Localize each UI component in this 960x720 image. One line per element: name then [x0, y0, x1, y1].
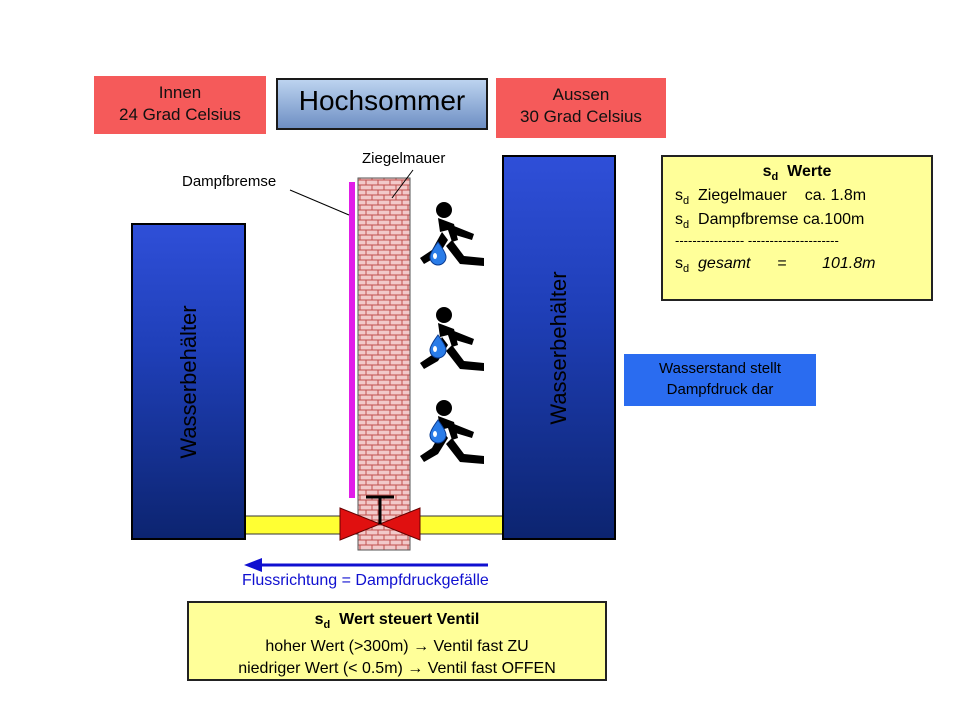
water-level-note: Wasserstand stellt Dampfdruck dar [624, 354, 816, 406]
sd-values-box: sd Werte sd Ziegelmauer ca. 1.8m sd Damp… [661, 155, 933, 301]
running-person-icon [420, 400, 484, 464]
water-drop-icon [429, 241, 447, 266]
flow-direction-label: Flussrichtung = Dampfdruckgefälle [242, 572, 489, 589]
valve-control-title: sd Wert steuert Ventil [314, 611, 480, 632]
water-tank-left: Wasserbehälter [131, 223, 246, 540]
sd-row-total: sd gesamt = 101.8m [675, 255, 876, 276]
vapor-barrier [349, 182, 355, 498]
outside-temperature: 30 Grad Celsius [520, 107, 642, 126]
running-person-icon [420, 307, 484, 371]
inside-label: Innen [158, 83, 202, 102]
inside-temperature-box: Innen 24 Grad Celsius [94, 76, 266, 134]
sd-row-brick: sd Ziegelmauer ca. 1.8m [675, 187, 867, 208]
sd-row-barrier: sd Dampfbremse ca.100m [675, 211, 865, 232]
inside-temperature: 24 Grad Celsius [119, 105, 241, 124]
valve-control-line2: niedriger Wert (< 0.5m) → Ventil fast OF… [238, 660, 556, 678]
title-box: Hochsommer [276, 78, 488, 130]
water-drop-icon [429, 334, 447, 359]
outside-label: Aussen [552, 85, 610, 104]
water-level-note-line1: Wasserstand stellt [659, 360, 781, 377]
page-title: Hochsommer [298, 85, 466, 116]
water-tank-right: Wasserbehälter [502, 155, 616, 540]
water-level-note-line2: Dampfdruck dar [666, 381, 774, 398]
tank-left-label: Wasserbehälter [175, 304, 201, 459]
brick-wall [357, 177, 411, 551]
outside-temperature-box: Aussen 30 Grad Celsius [496, 78, 666, 138]
runner-group-2 [420, 307, 484, 371]
vapor-barrier-pointer [289, 189, 350, 216]
valve [339, 495, 421, 541]
runner-group-3 [420, 400, 484, 464]
brick-wall-pointer [391, 169, 414, 199]
water-drop-icon [429, 419, 447, 444]
sd-separator: ---------------- --------------------- [675, 233, 839, 248]
flow-arrow [244, 558, 488, 572]
brick-wall-label: Ziegelmauer [362, 150, 446, 167]
runner-group-1 [420, 202, 484, 266]
vapor-barrier-label: Dampfbremse [182, 173, 277, 190]
tank-right-label: Wasserbehälter [546, 270, 571, 425]
sd-values-title: sd Werte [762, 163, 832, 184]
valve-control-line1: hoher Wert (>300m) → Ventil fast ZU [265, 638, 529, 656]
valve-control-box: sd Wert steuert Ventil hoher Wert (>300m… [187, 601, 607, 681]
